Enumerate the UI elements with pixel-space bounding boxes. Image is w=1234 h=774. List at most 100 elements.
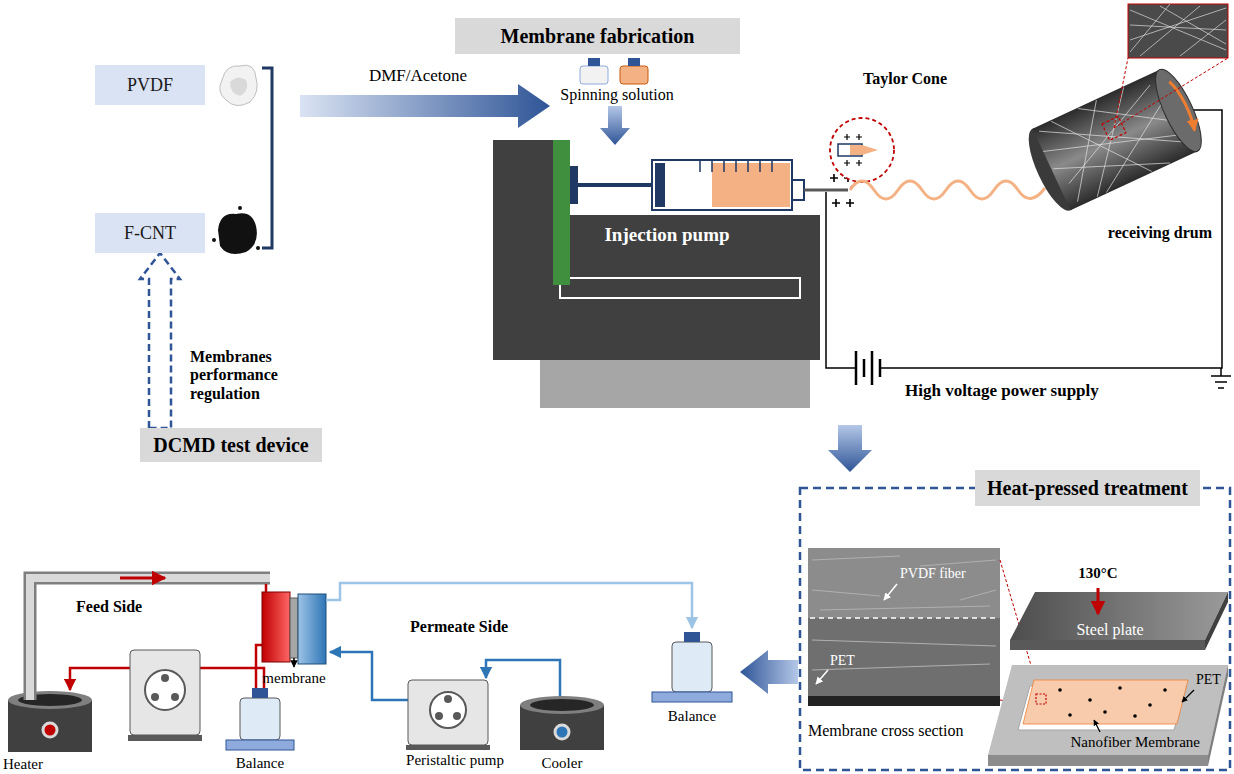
- balance: [684, 632, 700, 642]
- nanofiber-membrane: [1118, 686, 1122, 690]
- taylor-cone-inset: [830, 118, 894, 189]
- syringe: [652, 160, 792, 210]
- membrane-module: [262, 592, 290, 662]
- solution-bottles: [620, 66, 648, 84]
- sem-cross-section: [808, 696, 1000, 706]
- node-text: Membrane fabrication: [501, 25, 695, 48]
- feed-tubing: [265, 584, 268, 592]
- balance: [226, 740, 294, 750]
- peristaltic-pump: [151, 693, 159, 701]
- peristaltic-pump: [430, 692, 466, 728]
- injection-pump: [493, 140, 555, 220]
- battery-symbol: [864, 359, 880, 377]
- part-label: High voltage power supply: [905, 381, 1099, 401]
- pvdf-powder: [230, 77, 247, 96]
- cooler: [520, 696, 604, 750]
- nanofiber-membrane: [1094, 720, 1100, 732]
- nanofiber-membrane: [1036, 694, 1046, 704]
- solution-bottles: [580, 66, 608, 84]
- section-header: Heat-pressed treatment: [975, 470, 1200, 506]
- balance: [226, 688, 294, 750]
- nanofiber-membrane: [1148, 703, 1152, 707]
- balance: [252, 688, 268, 698]
- part-label: DMF/Acetone: [369, 66, 467, 86]
- process-arrow: [740, 650, 798, 694]
- sem-inset: [1128, 4, 1228, 58]
- process-arrow: [600, 106, 630, 145]
- nanofiber-membrane: [1163, 688, 1167, 692]
- node-text: DCMD test device: [153, 434, 309, 457]
- part-label: PET: [830, 653, 855, 669]
- part-label: Balance: [668, 708, 716, 725]
- receiving-drum: [1020, 64, 1210, 217]
- feed-tubing: [70, 668, 130, 690]
- peristaltic-pump: [406, 745, 490, 750]
- membrane-module: [293, 658, 295, 667]
- section-header: DCMD test device: [140, 428, 322, 462]
- peristaltic-pump: [406, 680, 490, 750]
- sem-cross-section: [808, 548, 1040, 706]
- part-label: Peristaltic pump: [406, 752, 504, 769]
- base-plate: [988, 665, 1228, 755]
- injection-pump: [540, 360, 810, 408]
- node-text: Heat-pressed treatment: [987, 477, 1188, 500]
- solution-bottles: [580, 58, 648, 84]
- steel-plate: [1010, 640, 1205, 650]
- feed-tubing: [200, 668, 264, 688]
- material-box: F-CNT: [95, 213, 205, 253]
- part-label: Permeate Side: [410, 618, 508, 636]
- node-text: F-CNT: [124, 223, 176, 244]
- part-label: Taylor Cone: [863, 70, 947, 88]
- part-label: Spinning solution: [560, 86, 673, 104]
- injection-pump: [493, 215, 820, 360]
- cnt-powder: [218, 213, 257, 254]
- sem-cross-section: [812, 556, 996, 670]
- cnt-powder: [238, 206, 242, 210]
- nanofiber-membrane: [1058, 688, 1062, 692]
- permeate-tubing: [326, 583, 692, 700]
- syringe: [792, 180, 804, 200]
- bracket: [262, 68, 272, 248]
- steel-plate: [1205, 592, 1228, 650]
- sem-inset: [1114, 4, 1228, 128]
- part-label: Feed Side: [76, 598, 142, 616]
- battery-symbol: [856, 351, 880, 385]
- nanofiber-membrane: [1088, 698, 1092, 702]
- node-text: PVDF: [127, 75, 173, 96]
- press-arrow: [1097, 588, 1100, 614]
- balance: [652, 692, 732, 702]
- feedback-arrow: [140, 253, 180, 428]
- peristaltic-pump: [128, 650, 202, 741]
- nanofiber-membrane: [1182, 690, 1194, 702]
- balance: [652, 632, 732, 702]
- base-plate: [988, 665, 1228, 766]
- peristaltic-pump: [171, 693, 179, 701]
- cnt-powder: [212, 238, 216, 242]
- process-arrow: [300, 84, 550, 128]
- cooler: [520, 696, 604, 714]
- part-label: Heater: [3, 756, 43, 773]
- membrane-module: [290, 598, 298, 658]
- solution-bottles: [628, 58, 640, 66]
- taylor-cone-inset: [850, 145, 862, 155]
- heater: [8, 691, 92, 709]
- part-label: membrane: [262, 670, 325, 687]
- peristaltic-pump: [435, 712, 443, 720]
- part-label: 130°C: [1078, 565, 1117, 582]
- injection-pump: [553, 140, 570, 285]
- steel-plate: [1010, 592, 1228, 650]
- solution-bottles: [588, 58, 600, 66]
- balance: [672, 642, 712, 692]
- fiber-jet: [850, 181, 1045, 199]
- cnt-powder: [212, 206, 260, 254]
- receiving-drum: [1169, 79, 1197, 131]
- part-label: Membrane cross section: [808, 722, 964, 740]
- part-label: Balance: [236, 755, 284, 772]
- sem-cross-section: [808, 548, 1000, 706]
- balance: [240, 698, 280, 740]
- steel-plate: [1010, 592, 1228, 640]
- receiving-drum: [1147, 64, 1210, 157]
- part-label: PVDF fiber: [900, 566, 966, 582]
- peristaltic-pump: [130, 650, 200, 735]
